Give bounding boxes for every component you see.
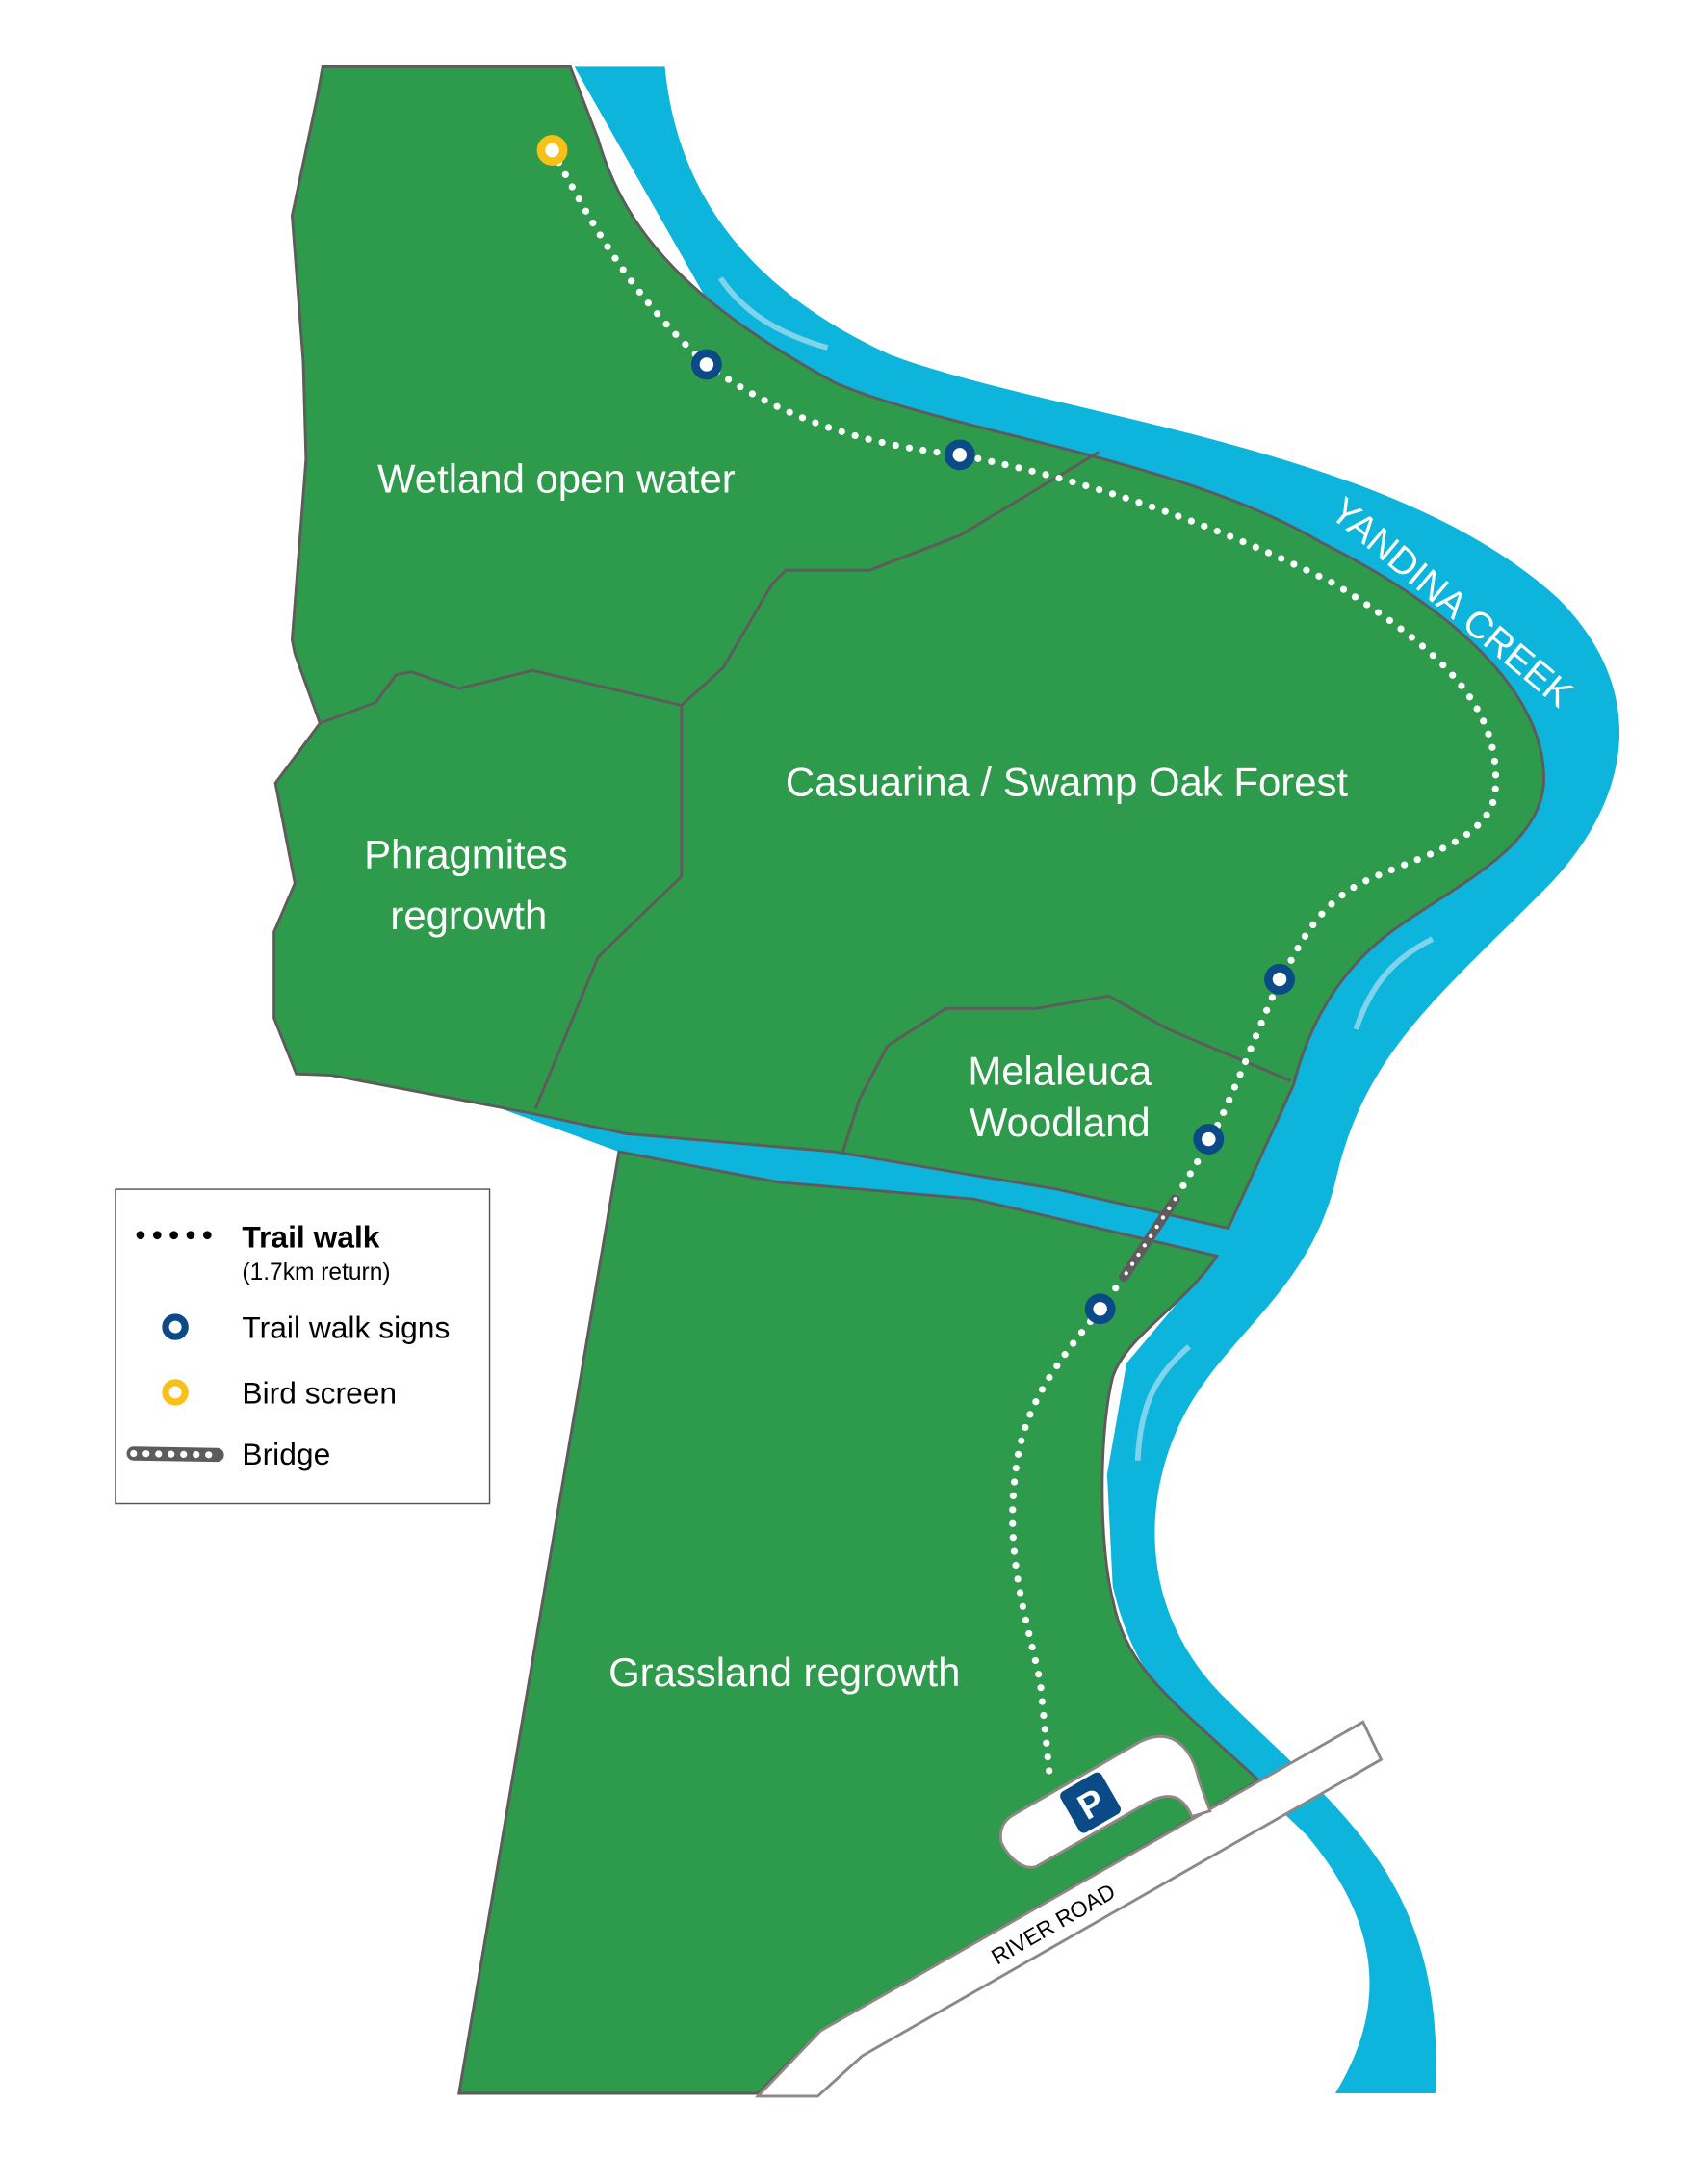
water-highlight xyxy=(1353,936,1435,1030)
water-highlight xyxy=(717,276,829,351)
bridge-legend-icon xyxy=(126,1446,224,1463)
legend-bird-screen: Bird screen xyxy=(242,1376,397,1411)
region-boundary xyxy=(533,705,684,1109)
trail-sign-icon xyxy=(690,349,722,380)
bird-screen-legend-icon xyxy=(162,1379,189,1406)
trail-sign-icon xyxy=(1264,964,1295,995)
label-grassland: Grassland regrowth xyxy=(608,1649,960,1695)
parking-sign: P xyxy=(1060,1772,1121,1833)
label-wetland: Wetland open water xyxy=(377,455,736,501)
lower-land xyxy=(457,1150,1261,2095)
trail-walk xyxy=(548,146,1500,1784)
label-melaleuca-1: Melaleuca xyxy=(968,1049,1152,1094)
trail-sign-legend-icon xyxy=(162,1313,189,1340)
upper-land xyxy=(272,65,1545,1231)
label-phragmites-2: regrowth xyxy=(390,893,547,938)
legend: Trail walk (1.7km return) Trail walk sig… xyxy=(115,1188,491,1505)
label-casuarina: Casuarina / Swamp Oak Forest xyxy=(786,759,1349,804)
bird-screen-icon xyxy=(536,135,568,166)
trail-sign-icon xyxy=(1193,1124,1225,1155)
trail-walk-legend-icon xyxy=(136,1231,212,1240)
region-boundary xyxy=(841,994,1292,1153)
river-road xyxy=(754,1720,1384,2098)
legend-trail-note: (1.7km return) xyxy=(242,1259,390,1285)
legend-bridge: Bridge xyxy=(242,1437,330,1471)
trail-sign-icon xyxy=(1084,1293,1116,1325)
legend-trail-walk: Trail walk xyxy=(242,1220,379,1255)
legend-signs: Trail walk signs xyxy=(242,1311,450,1345)
trail-sign-markers xyxy=(690,349,1295,1325)
water-highlight xyxy=(1134,1344,1192,1461)
label-phragmites-1: Phragmites xyxy=(364,831,568,876)
trail-sign-icon xyxy=(944,439,975,471)
label-melaleuca-2: Woodland xyxy=(970,1100,1151,1145)
